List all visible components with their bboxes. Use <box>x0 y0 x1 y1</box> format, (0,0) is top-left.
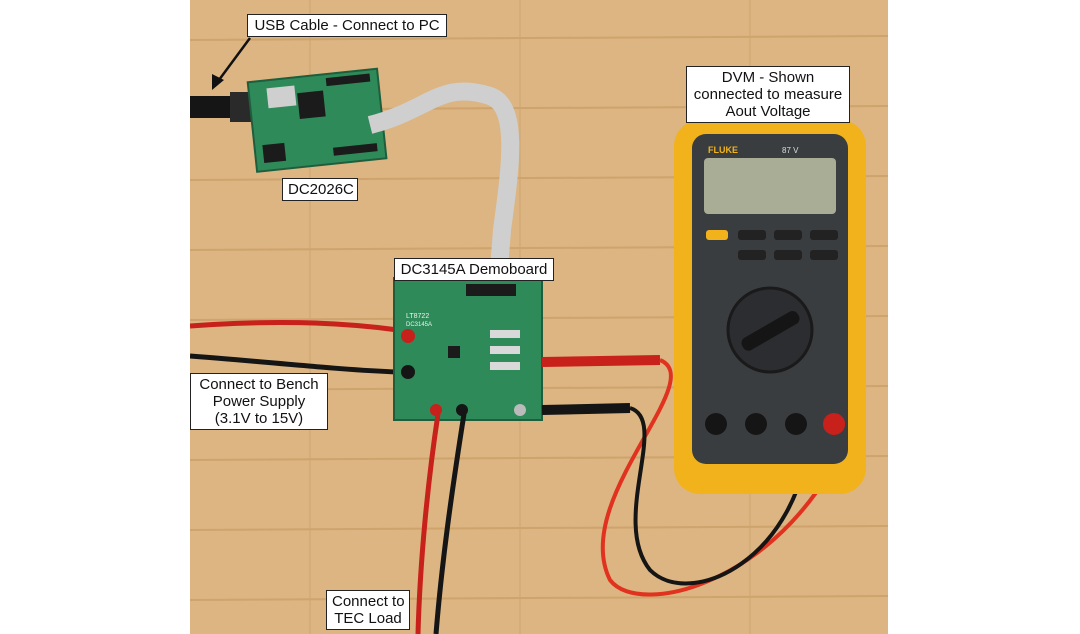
ribbon-cable <box>367 82 520 283</box>
fluke-multimeter: FLUKE 87 V <box>674 120 866 494</box>
board-silkscreen-label: LT8722 <box>406 313 429 320</box>
callout-bench-line-3: (3.1V to 15V) <box>214 410 304 427</box>
callout-arrows <box>212 37 252 90</box>
dc3145a-board: LT8722 DC3145A <box>393 277 543 421</box>
black-probe-clip <box>541 403 631 415</box>
dc2026c-board <box>246 67 388 173</box>
callout-usb-cable: USB Cable - Connect to PC <box>247 14 447 37</box>
callout-dvm: DVM - Shown connected to measure Aout Vo… <box>686 66 850 123</box>
callout-dc3145a: DC3145A Demoboard <box>394 258 554 281</box>
red-probe-clip <box>541 355 661 367</box>
tec-red-lead <box>415 413 441 634</box>
black-power-lead <box>190 353 399 375</box>
callout-dvm-line-2: connected to measure <box>693 86 843 103</box>
callout-bench-line-2: Power Supply <box>212 393 306 410</box>
callout-tec-line-1: Connect to <box>332 593 405 610</box>
callout-usb-text: USB Cable - Connect to PC <box>254 17 440 34</box>
black-meter-lead <box>629 406 812 586</box>
usb-cable <box>190 96 238 118</box>
callout-bench-line-1: Connect to Bench <box>199 376 319 393</box>
callout-dc3145a-text: DC3145A Demoboard <box>400 261 548 278</box>
multimeter-brand: FLUKE <box>708 145 738 155</box>
tec-black-lead <box>433 413 467 634</box>
callout-dc2026c: DC2026C <box>282 178 358 201</box>
red-meter-lead <box>600 358 852 597</box>
board-silkscreen-sublabel: DC3145A <box>406 322 432 328</box>
callout-bench-power: Connect to Bench Power Supply (3.1V to 1… <box>190 373 328 430</box>
callout-tec-load: Connect to TEC Load <box>326 590 410 630</box>
multimeter-model: 87 V <box>782 146 799 155</box>
callout-dvm-line-1: DVM - Shown <box>721 69 815 86</box>
callout-dvm-line-3: Aout Voltage <box>725 103 811 120</box>
multimeter-lcd <box>704 158 836 214</box>
usb-plug <box>230 92 252 122</box>
red-power-lead <box>190 320 399 333</box>
callout-tec-line-2: TEC Load <box>334 610 402 627</box>
callout-dc2026c-text: DC2026C <box>288 181 354 198</box>
